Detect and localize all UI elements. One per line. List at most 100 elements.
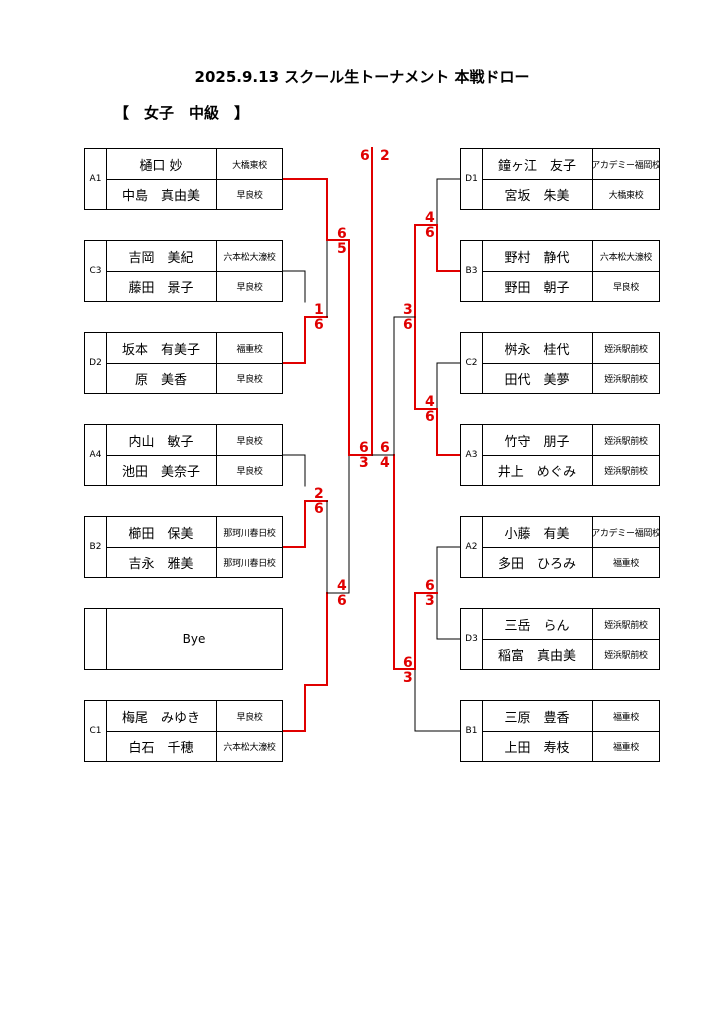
score-l-r1b-bottom: 6 — [314, 317, 324, 333]
player-name: 池田 美奈子 — [106, 455, 217, 485]
score-r-sf-top: 6 — [380, 440, 390, 456]
player-school: 早良校 — [236, 190, 263, 201]
seed-label: A1 — [85, 149, 107, 209]
bye-label: Bye — [182, 632, 206, 646]
score-l-r2a-bottom: 6 — [337, 593, 347, 609]
seed-label: B1 — [461, 701, 483, 761]
player-row: 宮坂 朱美 大橋東校 — [482, 179, 659, 209]
player-row: 梅尾 みゆき 早良校 — [106, 701, 282, 732]
player-name: 櫛田 保美 — [106, 517, 217, 547]
score-r-r2b-top: 6 — [403, 655, 413, 671]
player-name: 稲富 真由美 — [482, 639, 593, 669]
score-l-r1b-top: 1 — [314, 302, 324, 318]
player-row: 白石 千穂六本松大濠校 — [106, 731, 282, 761]
player-school: 姪浜駅前校 — [604, 374, 648, 385]
score-r-r1c-bottom: 3 — [425, 593, 435, 609]
player-school: 大橋東校 — [232, 160, 267, 171]
score-final-left: 6 — [360, 148, 370, 164]
player-name: 坂本 有美子 — [106, 333, 217, 363]
player-row: 坂本 有美子 福重校 — [106, 333, 282, 364]
player-name: 藤田 景子 — [106, 271, 217, 301]
score-r-r1a-bottom: 6 — [425, 225, 435, 241]
player-row: 井上 めぐみ姪浜駅前校 — [482, 455, 659, 485]
score-l-r1c-bottom: 6 — [314, 501, 324, 517]
score-r-r2b-bottom: 3 — [403, 670, 413, 686]
seed-label — [85, 609, 107, 669]
seed-label: C1 — [85, 701, 107, 761]
player-row: 藤田 景子早良校 — [106, 271, 282, 301]
player-school: 姪浜駅前校 — [604, 650, 648, 661]
score-l-r1a-bottom: 5 — [337, 241, 347, 257]
player-name: 多田 ひろみ — [482, 547, 593, 577]
score-r-r2a-bottom: 6 — [403, 317, 413, 333]
player-name: 竹守 朋子 — [482, 425, 593, 455]
player-name: 中島 真由美 — [106, 179, 217, 209]
player-row: 上田 寿枝 福重校 — [482, 731, 659, 761]
player-row: 三岳 らん姪浜駅前校 — [482, 609, 659, 640]
player-name: 梅尾 みゆき — [106, 701, 217, 731]
player-school: 六本松大濠校 — [223, 252, 276, 263]
player-name: 野村 静代 — [482, 241, 593, 271]
player-row: 吉永 雅美那珂川春日校 — [106, 547, 282, 577]
score-r-r2a-top: 3 — [403, 302, 413, 318]
score-r-r1b-top: 4 — [425, 394, 435, 410]
seed-label: D3 — [461, 609, 483, 669]
player-name: 桝永 桂代 — [482, 333, 593, 363]
player-row: 野村 静代六本松大濠校 — [482, 241, 659, 272]
seed-label: D2 — [85, 333, 107, 393]
player-name: 宮坂 朱美 — [482, 179, 593, 209]
player-school: 福重校 — [612, 558, 640, 569]
player-school: 早良校 — [236, 712, 263, 723]
player-name: 野田 朝子 — [482, 271, 593, 301]
player-school: 大橋東校 — [608, 190, 644, 201]
player-name: 白石 千穂 — [106, 731, 217, 761]
player-name: 樋口 妙 — [106, 149, 217, 179]
player-row: 多田 ひろみ 福重校 — [482, 547, 659, 577]
score-l-r2a-top: 4 — [337, 578, 347, 594]
player-school: 那珂川春日校 — [223, 528, 276, 539]
player-school: 早良校 — [236, 436, 263, 447]
player-row: 小藤 有美アカデミー福岡校 — [482, 517, 659, 548]
player-school: 福重校 — [612, 712, 640, 723]
player-name: 吉岡 美紀 — [106, 241, 217, 271]
player-school: 姪浜駅前校 — [604, 344, 648, 355]
player-name: 原 美香 — [106, 363, 217, 393]
player-row: 吉岡 美紀六本松大濠校 — [106, 241, 282, 272]
player-name: 鐘ヶ江 友子 — [482, 149, 593, 179]
seed-label: C3 — [85, 241, 107, 301]
player-name: 上田 寿枝 — [482, 731, 593, 761]
score-l-sf-top: 6 — [359, 440, 369, 456]
player-row: 三原 豊香 福重校 — [482, 701, 659, 732]
player-school: 六本松大濠校 — [223, 742, 276, 753]
seed-label: A3 — [461, 425, 483, 485]
player-row: 野田 朝子早良校 — [482, 271, 659, 301]
player-school: 福重校 — [612, 742, 640, 753]
player-row: 池田 美奈子早良校 — [106, 455, 282, 485]
player-school: 福重校 — [236, 344, 263, 355]
player-row: 中島 真由美 早良校 — [106, 179, 282, 209]
page-title: 2025.9.13 スクール生トーナメント 本戦ドロー — [194, 68, 530, 86]
player-row: 桝永 桂代姪浜駅前校 — [482, 333, 659, 364]
player-row: 稲富 真由美姪浜駅前校 — [482, 639, 659, 669]
player-name: 三原 豊香 — [482, 701, 593, 731]
player-row: 内山 敏子早良校 — [106, 425, 282, 456]
player-name: 三岳 らん — [482, 609, 593, 639]
player-school: アカデミー福岡校 — [593, 160, 659, 171]
player-row: 原 美香早良校 — [106, 363, 282, 393]
score-r-r1b-bottom: 6 — [425, 409, 435, 425]
seed-label: A2 — [461, 517, 483, 577]
player-row: 竹守 朋子姪浜駅前校 — [482, 425, 659, 456]
seed-label: B3 — [461, 241, 483, 301]
player-name: 井上 めぐみ — [482, 455, 593, 485]
player-name: 吉永 雅美 — [106, 547, 217, 577]
player-name: 小藤 有美 — [482, 517, 593, 547]
